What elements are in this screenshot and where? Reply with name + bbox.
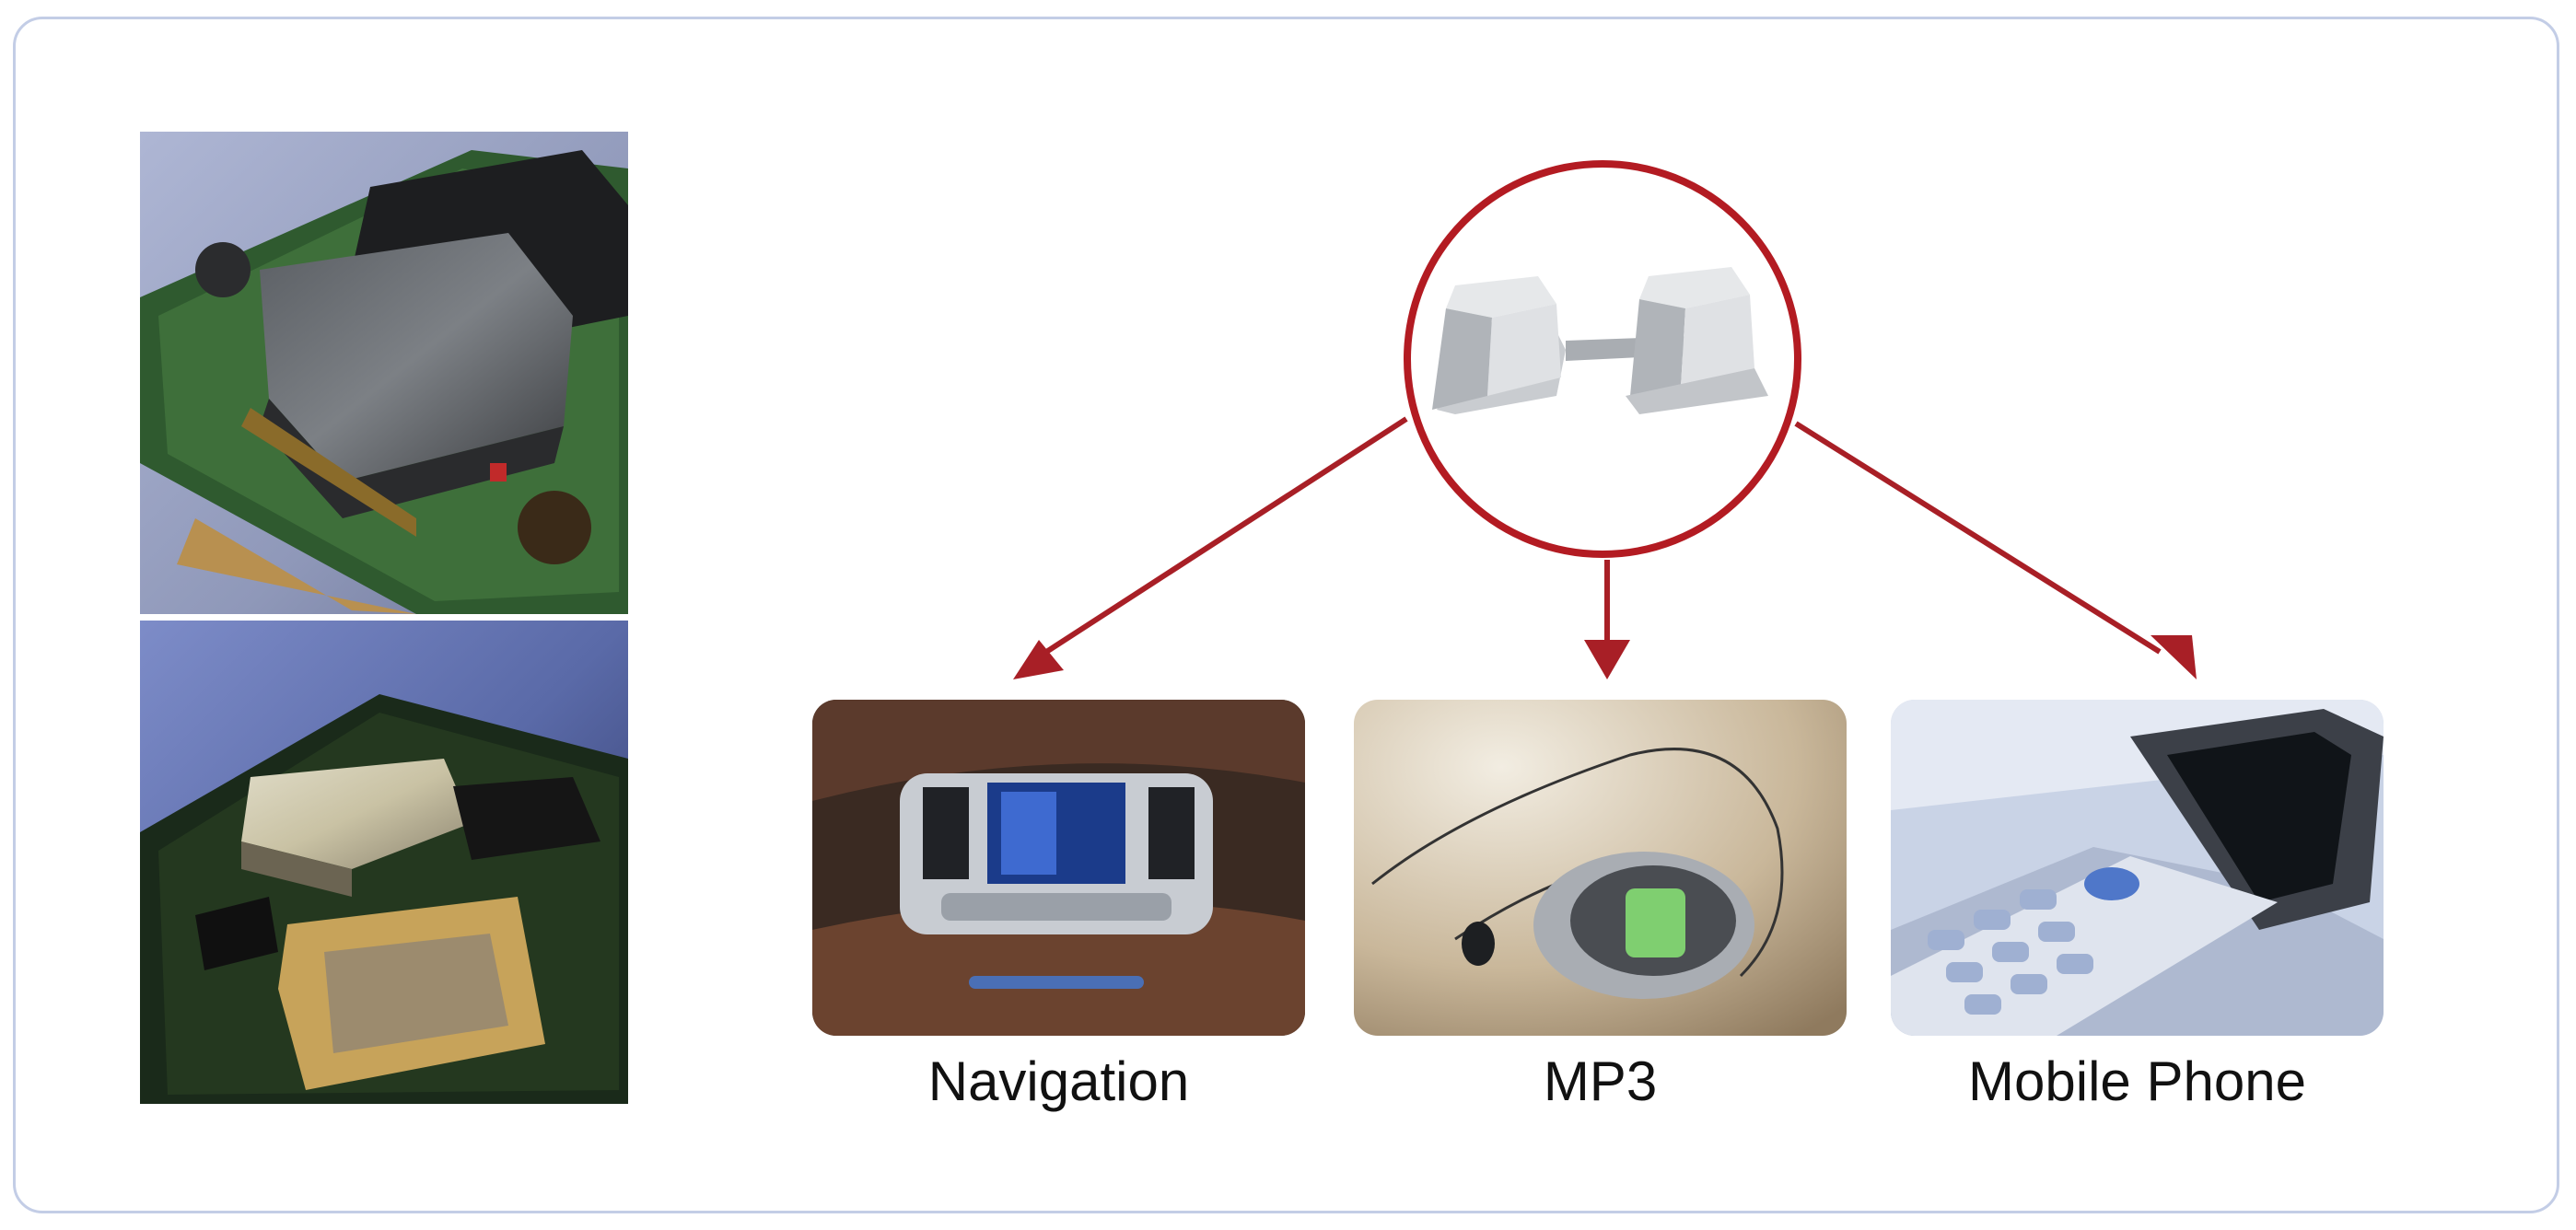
mp3-label: MP3 — [1543, 1050, 1658, 1112]
car-navigation-icon — [812, 700, 1305, 1036]
mobile-phone-photo — [1891, 700, 2384, 1036]
mobile-phone-label: Mobile Phone — [1968, 1050, 2306, 1112]
shield-clip-connector-icon — [1432, 267, 1768, 414]
mp3-player-icon — [1354, 700, 1847, 1036]
navigation-label: Navigation — [927, 1050, 1190, 1112]
flip-phone-icon — [1891, 700, 2384, 1036]
component-highlight — [1381, 120, 1842, 580]
mp3-photo — [1354, 700, 1847, 1036]
pcb-closeup-photo — [140, 132, 628, 614]
pcb-board-photo — [140, 621, 628, 1104]
navigation-photo — [812, 700, 1305, 1036]
